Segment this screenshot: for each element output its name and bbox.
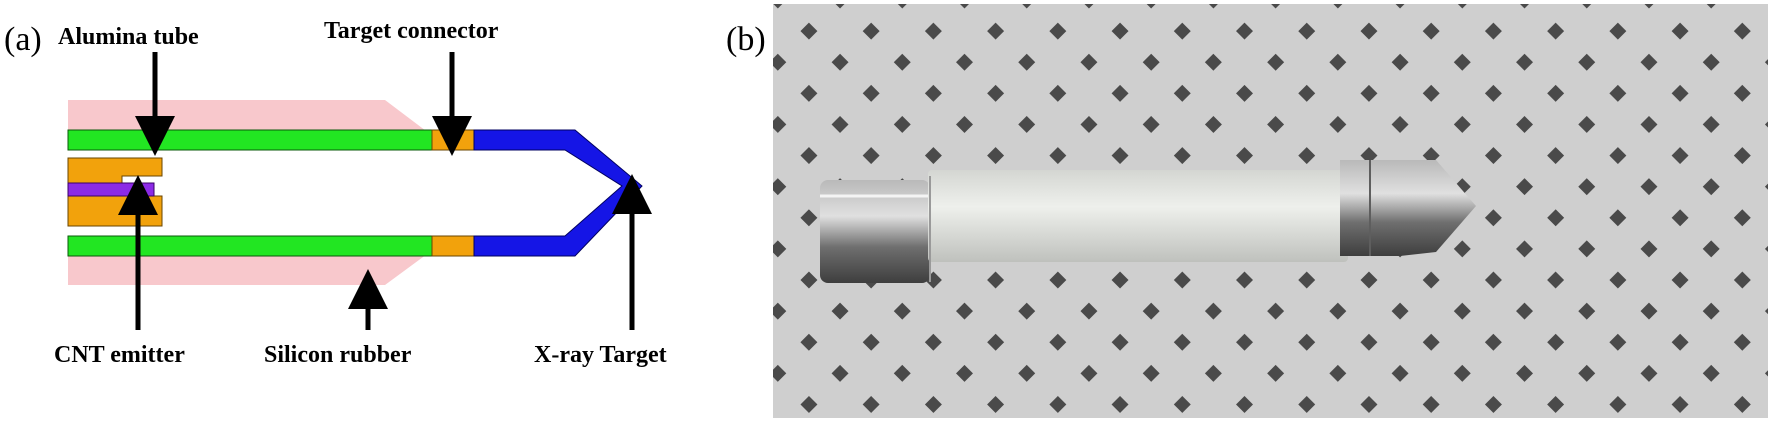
panel-label-a: (a) xyxy=(4,21,42,58)
alumina-tube-top xyxy=(67,129,434,151)
alumina-tube-bottom xyxy=(67,235,434,257)
silicon-rubber-label: Silicon rubber xyxy=(264,342,412,368)
xray-target-shell xyxy=(473,129,643,257)
schematic-panel: (a) Alumina tube Target connector CNT em… xyxy=(4,18,667,368)
left-metal-cap xyxy=(820,180,930,283)
cnt-emitter xyxy=(67,182,155,197)
xray-target-label: X-ray Target xyxy=(534,342,667,368)
conical-tip xyxy=(1400,160,1476,256)
panel-label-b: (b) xyxy=(726,21,766,58)
target-connector-label: Target connector xyxy=(324,18,499,44)
photo-panel: (b) xyxy=(726,4,1768,418)
cnt-emitter-label: CNT emitter xyxy=(54,342,185,368)
tube-body xyxy=(928,170,1348,262)
alumina-tube-label: Alumina tube xyxy=(58,24,199,50)
device-photo xyxy=(820,160,1476,283)
target-connector-bottom xyxy=(431,235,475,257)
